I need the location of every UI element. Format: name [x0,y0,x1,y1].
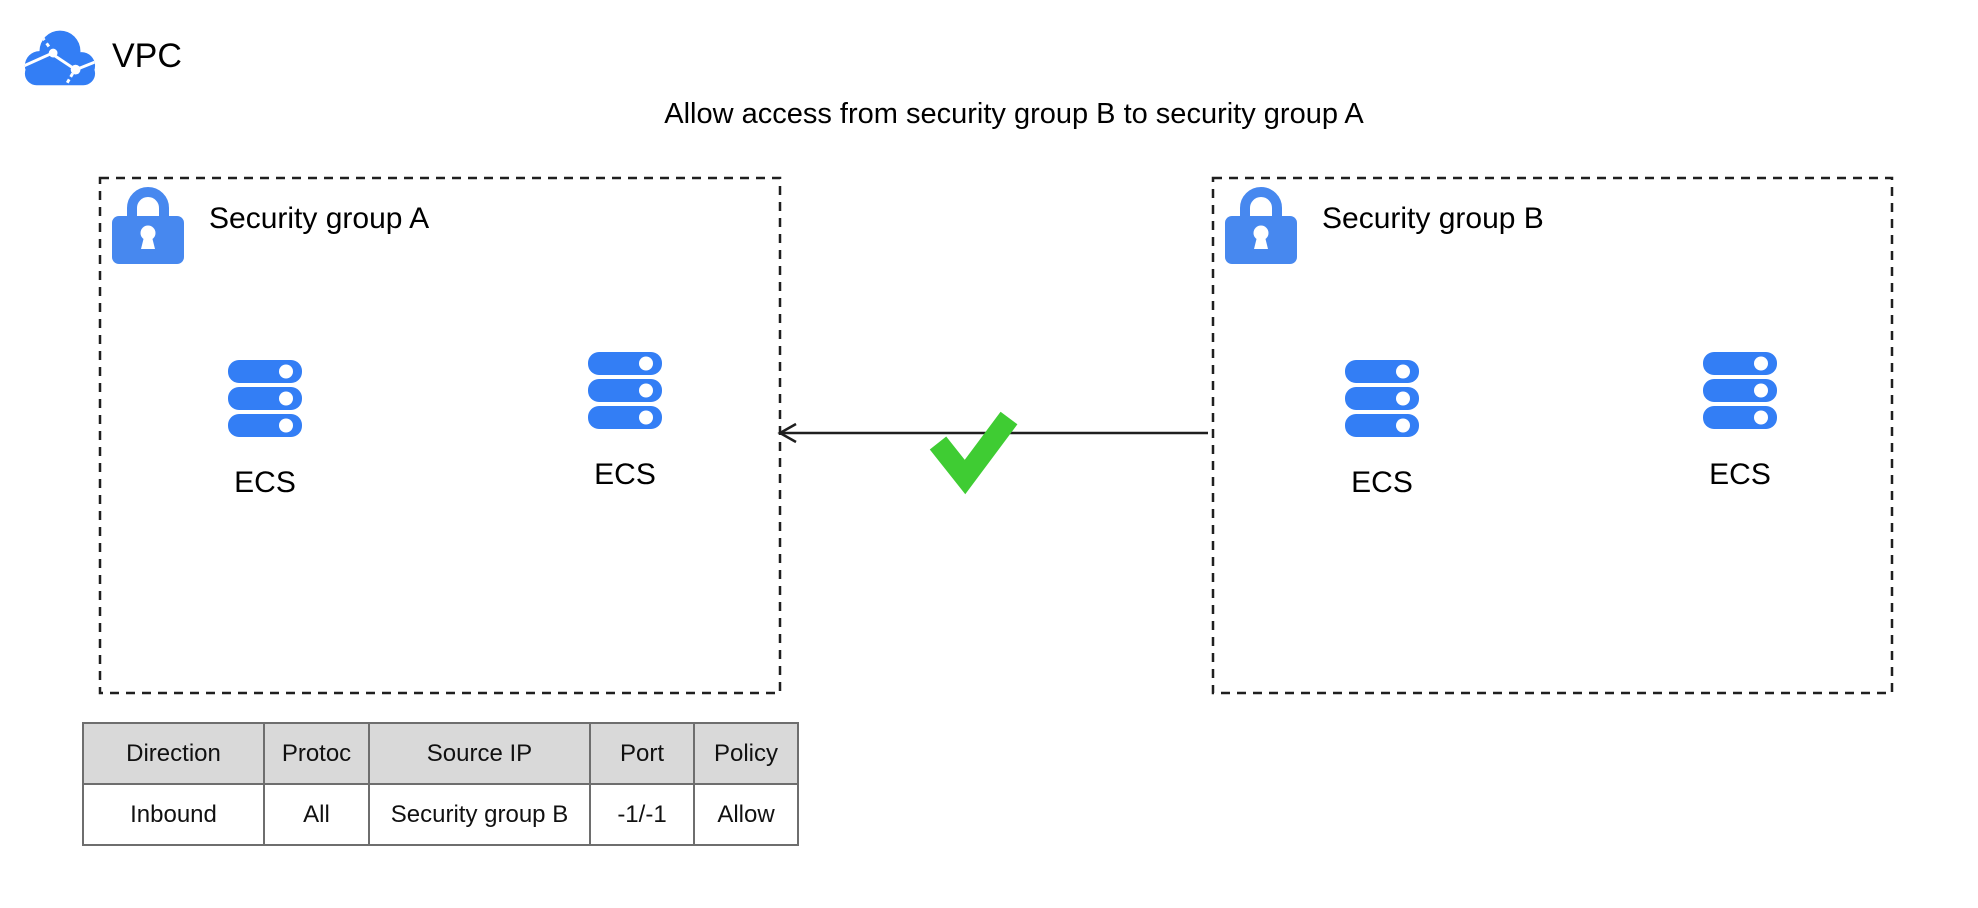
col-header-policy: Policy [693,722,799,785]
ecs-label: ECS [234,466,296,499]
ecs-node: ECS [228,360,302,500]
ecs-server-icon [588,352,662,429]
allow-checkmark-icon [929,411,1018,495]
col-header-protocol: Protoc [263,722,370,785]
vpc-badge: VPC [20,24,182,86]
cell-direction: Inbound [82,783,265,846]
diagram-title: Allow access from security group B to se… [664,98,1364,130]
cell-protocol: All [263,783,370,846]
security-group-a-label: Security group A [209,202,430,235]
cell-policy: Allow [693,783,799,846]
ecs-node: ECS [1345,360,1419,500]
security-group-a-header: Security group A [112,186,429,264]
ecs-label: ECS [1709,458,1771,491]
ecs-server-icon [228,360,302,437]
ecs-label: ECS [594,458,656,491]
ecs-label: ECS [1351,466,1413,499]
security-rule-table: Direction Protoc Source IP Port Policy I… [82,722,799,846]
vpc-label: VPC [112,36,182,75]
lock-icon [112,186,184,264]
col-header-port: Port [589,722,695,785]
ecs-node: ECS [588,352,662,492]
table-header-row: Direction Protoc Source IP Port Policy [82,722,799,785]
arrowhead-left-icon [777,422,797,444]
lock-icon [1225,186,1297,264]
security-group-b-box [1211,176,1894,695]
table-row: Inbound All Security group B -1/-1 Allow [82,783,799,846]
security-group-b-header: Security group B [1225,186,1544,264]
ecs-node: ECS [1703,352,1777,492]
security-group-b-label: Security group B [1322,202,1544,235]
vpc-cloud-icon [20,24,98,86]
cell-port: -1/-1 [589,783,695,846]
col-header-direction: Direction [82,722,265,785]
security-group-a-box [98,176,782,695]
cell-source-ip: Security group B [368,783,591,846]
col-header-source-ip: Source IP [368,722,591,785]
ecs-server-icon [1703,352,1777,429]
ecs-server-icon [1345,360,1419,437]
